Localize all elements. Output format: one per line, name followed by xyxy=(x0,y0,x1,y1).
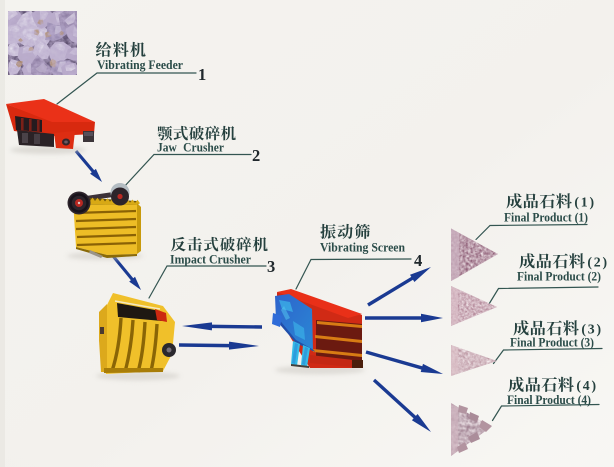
svg-text:Final Product (1): Final Product (1) xyxy=(504,211,588,225)
svg-text:Vibrating Feeder: Vibrating Feeder xyxy=(97,57,183,72)
svg-text:2: 2 xyxy=(252,146,260,165)
svg-text:Impact Crusher: Impact Crusher xyxy=(170,252,251,267)
svg-text:(3): (3) xyxy=(581,322,603,338)
svg-text:1: 1 xyxy=(198,65,206,84)
svg-text:Final Product (2): Final Product (2) xyxy=(517,270,601,284)
svg-text:4: 4 xyxy=(414,251,422,270)
svg-text:(4): (4) xyxy=(576,378,598,394)
svg-text:Vibrating Screen: Vibrating Screen xyxy=(320,240,406,255)
svg-text:Final Product (4): Final Product (4) xyxy=(507,393,591,407)
svg-text:(1): (1) xyxy=(574,195,596,211)
svg-text:3: 3 xyxy=(267,257,275,276)
svg-text:Jaw Crusher: Jaw Crusher xyxy=(157,140,224,155)
svg-text:(2): (2) xyxy=(587,255,609,271)
svg-text:Final Product (3): Final Product (3) xyxy=(510,336,594,350)
